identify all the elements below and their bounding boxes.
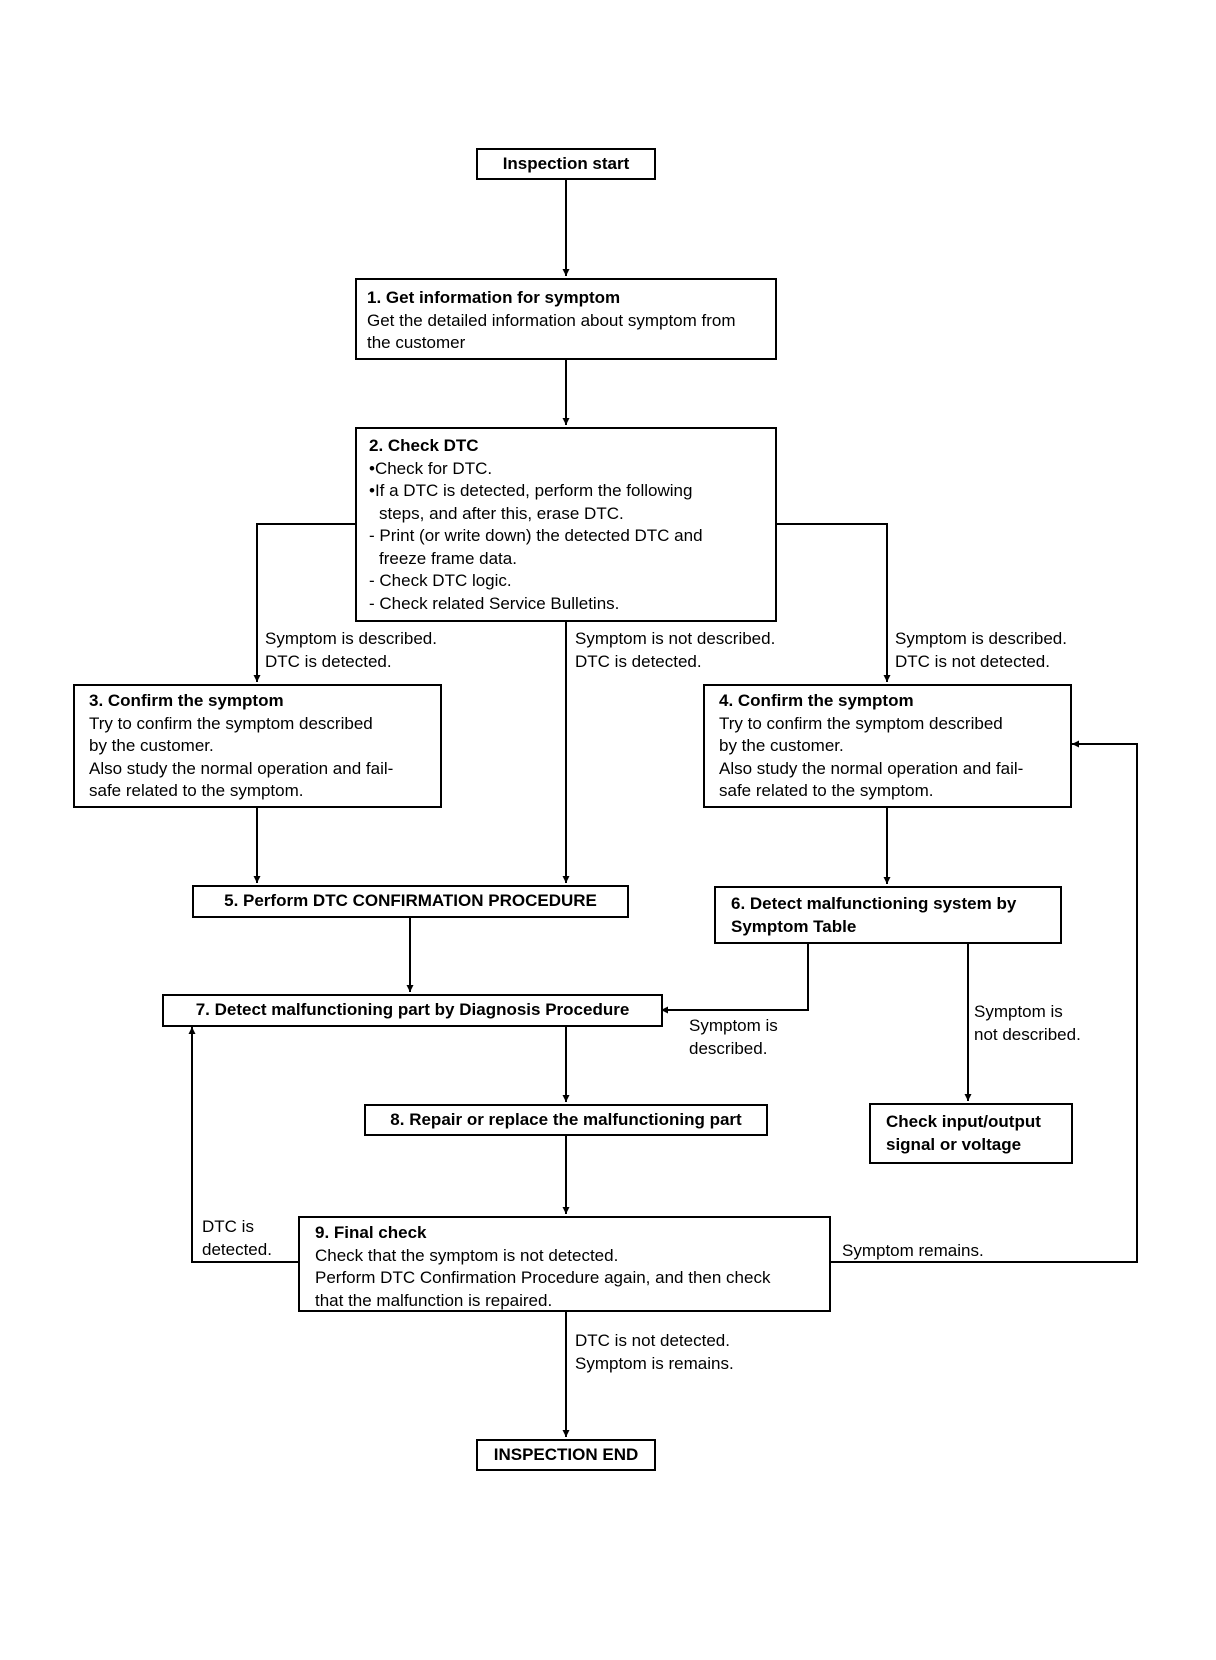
label-line: DTC is detected.: [265, 651, 392, 671]
step3-text: safe related to the symptom.: [89, 781, 304, 800]
label-line: detected.: [202, 1239, 272, 1259]
label-line: DTC is not detected.: [895, 651, 1050, 671]
step9-text: Check that the symptom is not detected.: [315, 1245, 619, 1265]
arrow-step2-to-step3: [253, 523, 355, 682]
branch-label-step9-symptom-remains: Symptom remains.: [842, 1240, 984, 1263]
step2-text: steps, and after this, erase DTC.: [379, 503, 624, 523]
step6-text: Symptom Table: [731, 916, 857, 936]
step1-text: Get the detailed information about sympt…: [367, 310, 736, 330]
label-line: DTC is: [202, 1217, 254, 1236]
arrow-step6-to-step7: [661, 944, 809, 1014]
step2-text: •If a DTC is detected, perform the follo…: [369, 481, 693, 500]
label-line: not described.: [974, 1024, 1081, 1044]
label-line: Symptom remains.: [842, 1241, 984, 1260]
step1-box: 1. Get information for symptom Get the d…: [355, 278, 777, 360]
branch-label-to-step3: Symptom is described. DTC is detected.: [265, 628, 437, 673]
label-line: DTC is not detected.: [575, 1331, 730, 1350]
step4-box: 4. Confirm the symptom Try to confirm th…: [703, 684, 1072, 808]
branch-label-to-step4: Symptom is described. DTC is not detecte…: [895, 628, 1067, 673]
step9-title: 9. Final check: [315, 1223, 427, 1242]
label-line: Symptom is: [689, 1016, 778, 1035]
branch-label-to-step5: Symptom is not described. DTC is detecte…: [575, 628, 775, 673]
label-line: Symptom is not described.: [575, 629, 776, 648]
label-line: described.: [689, 1038, 768, 1058]
inspection-end-box: INSPECTION END: [476, 1439, 656, 1471]
label-line: Symptom is: [974, 1002, 1063, 1021]
step3-box: 3. Confirm the symptom Try to confirm th…: [73, 684, 442, 808]
step8-label: 8. Repair or replace the malfunctioning …: [390, 1109, 742, 1129]
step2-box: 2. Check DTC •Check for DTC. •If a DTC i…: [355, 427, 777, 622]
branch-label-step9-to-end: DTC is not detected. Symptom is remains.: [575, 1330, 734, 1375]
step6-text: 6. Detect malfunctioning system by: [731, 894, 1017, 913]
step1-title: 1. Get information for symptom: [367, 288, 621, 307]
step4-text: safe related to the symptom.: [719, 781, 934, 800]
step2-text: - Check DTC logic.: [369, 571, 512, 590]
arrow-step9-to-step7: [188, 1027, 298, 1263]
step2-text: - Check related Service Bulletins.: [369, 593, 620, 613]
step2-text: •Check for DTC.: [369, 458, 493, 478]
check-io-text: Check input/output: [886, 1112, 1041, 1131]
inspection-start-box: Inspection start: [476, 148, 656, 180]
check-io-box: Check input/output signal or voltage: [869, 1103, 1073, 1164]
step9-box: 9. Final check Check that the symptom is…: [298, 1216, 831, 1312]
step2-text: - Print (or write down) the detected DTC…: [369, 526, 703, 545]
step9-text: that the malfunction is repaired.: [315, 1290, 553, 1310]
step3-text: Try to confirm the symptom described: [89, 713, 373, 733]
step5-label: 5. Perform DTC CONFIRMATION PROCEDURE: [224, 891, 597, 911]
step8-box: 8. Repair or replace the malfunctioning …: [364, 1104, 768, 1136]
check-io-text: signal or voltage: [886, 1134, 1022, 1154]
step7-box: 7. Detect malfunctioning part by Diagnos…: [162, 994, 663, 1027]
step6-box: 6. Detect malfunctioning system by Sympt…: [714, 886, 1062, 944]
step2-text: freeze frame data.: [379, 548, 517, 568]
branch-label-step9-dtc-detected: DTC is detected.: [202, 1216, 272, 1261]
step3-text: Also study the normal operation and fail…: [89, 758, 394, 778]
step4-text: Also study the normal operation and fail…: [719, 758, 1024, 778]
branch-label-step6-described: Symptom is described.: [689, 1015, 778, 1060]
step3-title: 3. Confirm the symptom: [89, 691, 284, 710]
label-line: Symptom is remains.: [575, 1353, 734, 1373]
label-line: Symptom is described.: [265, 629, 437, 648]
label-line: DTC is detected.: [575, 651, 702, 671]
step4-text: Try to confirm the symptom described: [719, 713, 1003, 733]
branch-label-step6-not-described: Symptom is not described.: [974, 1001, 1081, 1046]
step9-text: Perform DTC Confirmation Procedure again…: [315, 1268, 771, 1287]
step3-text: by the customer.: [89, 736, 214, 755]
arrow-step9-to-step4: [829, 740, 1138, 1263]
step2-title: 2. Check DTC: [369, 436, 479, 455]
step4-text: by the customer.: [719, 736, 844, 755]
label-line: Symptom is described.: [895, 629, 1067, 648]
step5-box: 5. Perform DTC CONFIRMATION PROCEDURE: [192, 885, 629, 918]
step4-title: 4. Confirm the symptom: [719, 691, 914, 710]
arrow-step2-to-step4: [777, 523, 891, 682]
inspection-start-label: Inspection start: [502, 153, 630, 173]
inspection-end-label: INSPECTION END: [493, 1444, 639, 1464]
step7-label: 7. Detect malfunctioning part by Diagnos…: [195, 1000, 630, 1020]
step1-text: the customer: [367, 333, 466, 352]
